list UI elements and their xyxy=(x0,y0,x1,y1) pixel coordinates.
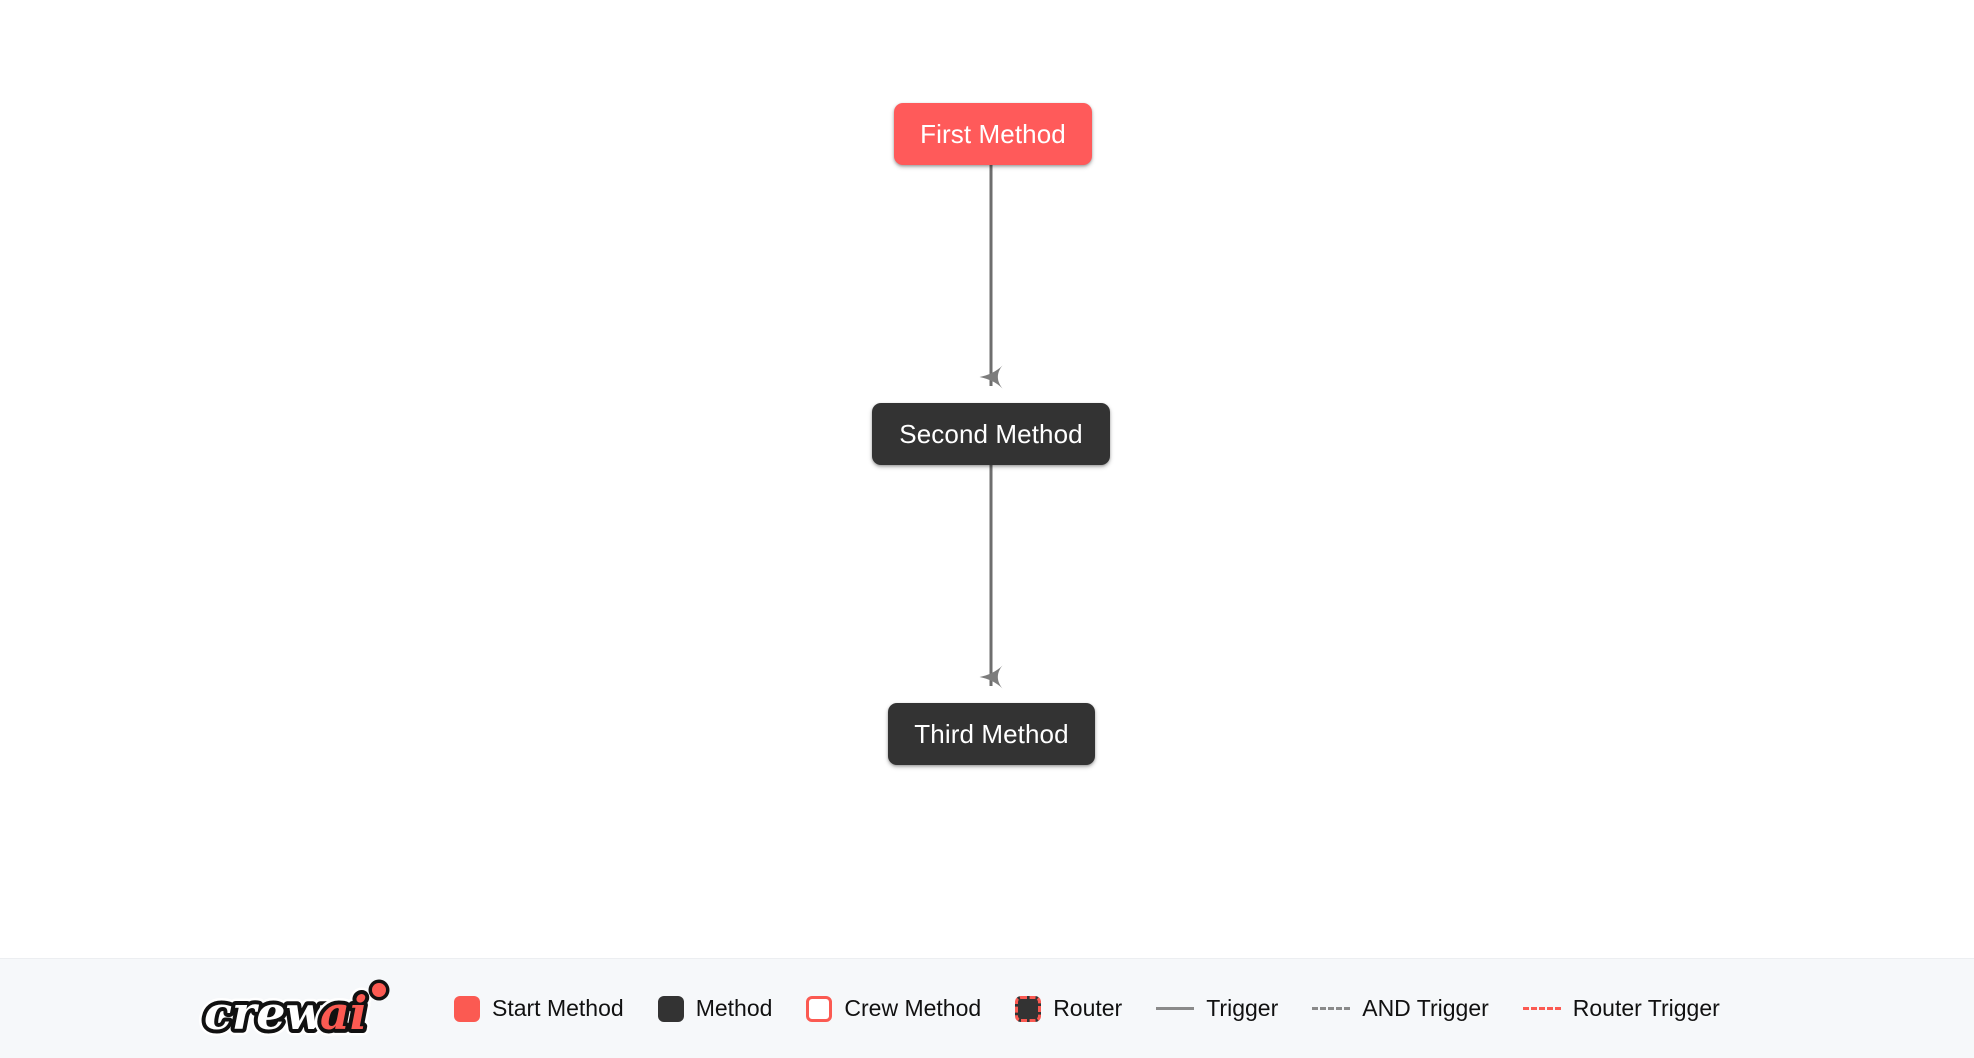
start-method-swatch-icon xyxy=(454,995,480,1022)
svg-text:crew: crew xyxy=(204,986,327,1040)
router-trigger-line-icon xyxy=(1522,1007,1561,1010)
legend-label-method: Method xyxy=(695,995,773,1021)
legend-inner: crew crew crew ai ai ai Start Method Met… xyxy=(198,973,1754,1045)
flow-node-third-method[interactable]: Third Method xyxy=(888,703,1095,765)
flow-node-second-method[interactable]: Second Method xyxy=(872,403,1110,465)
and-trigger-line-icon xyxy=(1312,1007,1351,1010)
legend-item-router: Router xyxy=(1015,995,1123,1022)
trigger-line-icon xyxy=(1156,1007,1195,1010)
legend-item-crew-method: Crew Method xyxy=(806,995,982,1022)
legend-item-method: Method xyxy=(657,995,773,1022)
legend-item-and-trigger: AND Trigger xyxy=(1312,997,1489,1020)
router-swatch-icon xyxy=(1015,995,1042,1022)
flow-canvas[interactable]: First Method Second Method Third Method xyxy=(0,0,1974,958)
legend-label-and-trigger: AND Trigger xyxy=(1362,995,1489,1021)
legend-label-trigger: Trigger xyxy=(1206,995,1279,1021)
legend-label-router-trigger: Router Trigger xyxy=(1572,995,1720,1021)
svg-text:ai: ai xyxy=(320,986,367,1040)
legend-item-router-trigger: Router Trigger xyxy=(1522,995,1720,1021)
svg-text:crew: crew xyxy=(204,986,327,1040)
legend-label-crew-method: Crew Method xyxy=(844,995,982,1021)
legend-item-trigger: Trigger xyxy=(1156,997,1278,1020)
svg-text:ai: ai xyxy=(320,986,367,1040)
crew-method-swatch-icon xyxy=(806,995,833,1022)
svg-text:ai: ai xyxy=(320,986,367,1040)
svg-text:crew: crew xyxy=(204,986,327,1040)
legend-item-start-method: Start Method xyxy=(454,995,624,1022)
crewai-logo: crew crew crew ai ai ai xyxy=(198,979,390,1045)
legend-bar: crew crew crew ai ai ai Start Method Met… xyxy=(0,958,1974,1058)
legend-label-start-method: Start Method xyxy=(492,995,624,1021)
flow-node-first-method[interactable]: First Method xyxy=(894,103,1092,165)
method-swatch-icon xyxy=(657,995,684,1022)
legend-label-router: Router xyxy=(1053,995,1123,1021)
